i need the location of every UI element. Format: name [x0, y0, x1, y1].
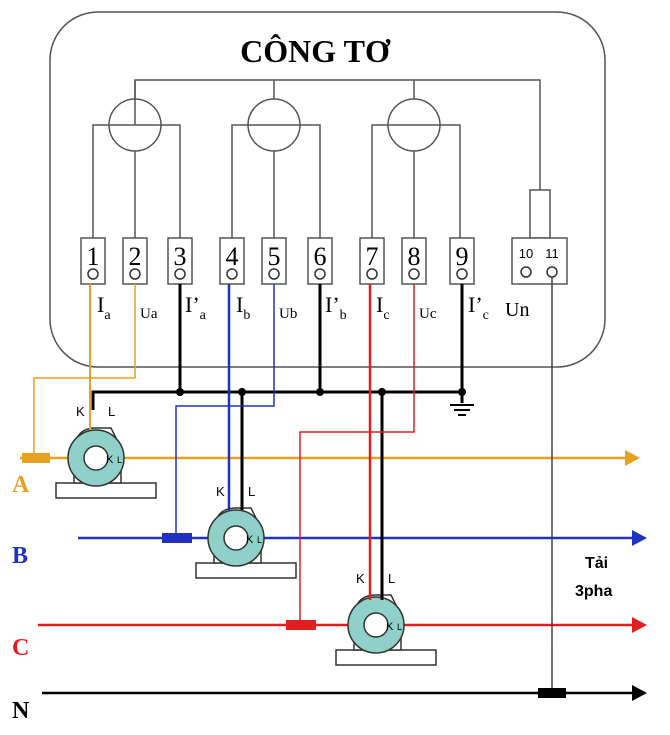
load-label-line2: 3pha	[575, 583, 612, 600]
terminal-7: 7	[359, 237, 385, 285]
terminal-label-sub: a	[200, 308, 207, 323]
ct-l-label: L	[248, 484, 255, 499]
terminal-number: 6	[314, 242, 327, 271]
terminal-label-main: I	[236, 292, 243, 317]
ct-k-label: K	[356, 571, 365, 586]
phase-label-n: N	[12, 698, 30, 724]
terminal-label-sub: a	[104, 308, 111, 323]
terminal-number: 4	[226, 242, 239, 271]
terminal-label-sub: b	[243, 308, 250, 323]
terminal-label-main: I	[376, 292, 383, 317]
terminal-number: 3	[174, 242, 187, 271]
terminal-label-sub: b	[340, 308, 347, 323]
phase-b-line	[78, 530, 647, 546]
terminal-5: 5	[261, 237, 287, 285]
un-label: Un	[505, 299, 529, 321]
terminal-label: Ub	[279, 306, 297, 322]
ct-l-label: L	[388, 571, 395, 586]
terminal-number: 1	[87, 242, 100, 271]
phase-label-c: C	[12, 635, 29, 661]
terminal-2: 2	[122, 237, 148, 285]
phase-c-line	[38, 617, 647, 633]
ground-icon	[450, 404, 474, 416]
phase-b-wiring	[175, 284, 275, 533]
meter-coils	[92, 80, 461, 240]
terminal-10: 10	[519, 246, 533, 261]
phase-label-b: B	[12, 543, 28, 569]
terminal-3: 3	[167, 237, 193, 285]
terminal-number: 5	[268, 242, 281, 271]
ct-k-inner-label: K	[106, 454, 114, 466]
terminal-label: I’b	[325, 292, 347, 323]
ct-l-inner-label: L	[257, 535, 262, 545]
terminal-number: 8	[408, 242, 421, 271]
terminal-label: Ic	[376, 292, 390, 323]
phase-n-tap	[538, 688, 566, 698]
ct-l-label: L	[108, 404, 115, 419]
terminal-9: 9	[449, 237, 475, 285]
terminal-1: 1	[80, 237, 106, 285]
terminal-label: Ia	[97, 292, 111, 323]
terminal-label-main: Ub	[279, 306, 297, 322]
ct-l-inner-label: L	[117, 455, 122, 465]
phase-b-tap	[162, 533, 192, 543]
terminal-label: Ib	[236, 292, 250, 323]
terminal-label-main: I’	[185, 292, 200, 317]
terminal-label: Uc	[419, 306, 437, 322]
ct-l-inner-label: L	[397, 622, 402, 632]
terminal-number: 7	[366, 242, 379, 271]
phase-a-wiring	[33, 284, 136, 453]
neutral-element	[529, 189, 551, 239]
terminal-label-sub: c	[383, 308, 389, 323]
load-label-line1: Tải	[585, 555, 608, 572]
terminal-4: 4	[219, 237, 245, 285]
phase-n-line	[42, 685, 647, 701]
star-point-bus	[91, 284, 464, 600]
terminal-label-sub: c	[483, 308, 489, 323]
terminal-label-main: I	[97, 292, 104, 317]
terminal-11: 11	[545, 246, 559, 261]
terminal-label: I’a	[185, 292, 207, 323]
phase-c-wiring	[299, 284, 415, 620]
ct-k-inner-label: K	[246, 534, 254, 546]
neutral-terminal-box: 10 11	[511, 237, 568, 285]
terminal-6: 6	[307, 237, 333, 285]
terminal-8: 8	[401, 237, 427, 285]
phase-a-tap	[22, 453, 50, 463]
terminal-number: 9	[456, 242, 469, 271]
phase-c-tap	[286, 620, 316, 630]
ct-k-label: K	[216, 484, 225, 499]
star-point-junctions	[176, 388, 466, 396]
ct-k-inner-label: K	[386, 621, 394, 633]
ct-k-label: K	[76, 404, 85, 419]
terminal-label-main: Uc	[419, 306, 437, 322]
terminal-number: 2	[129, 242, 142, 271]
voltage-bus	[134, 79, 541, 190]
terminal-label-main: I’	[468, 292, 483, 317]
meter-title: CÔNG TƠ	[240, 33, 391, 69]
terminal-label: Ua	[140, 306, 158, 322]
terminal-label: I’c	[468, 292, 489, 323]
terminal-label-main: I’	[325, 292, 340, 317]
phase-label-a: A	[12, 472, 30, 498]
terminal-label-main: Ua	[140, 306, 158, 322]
